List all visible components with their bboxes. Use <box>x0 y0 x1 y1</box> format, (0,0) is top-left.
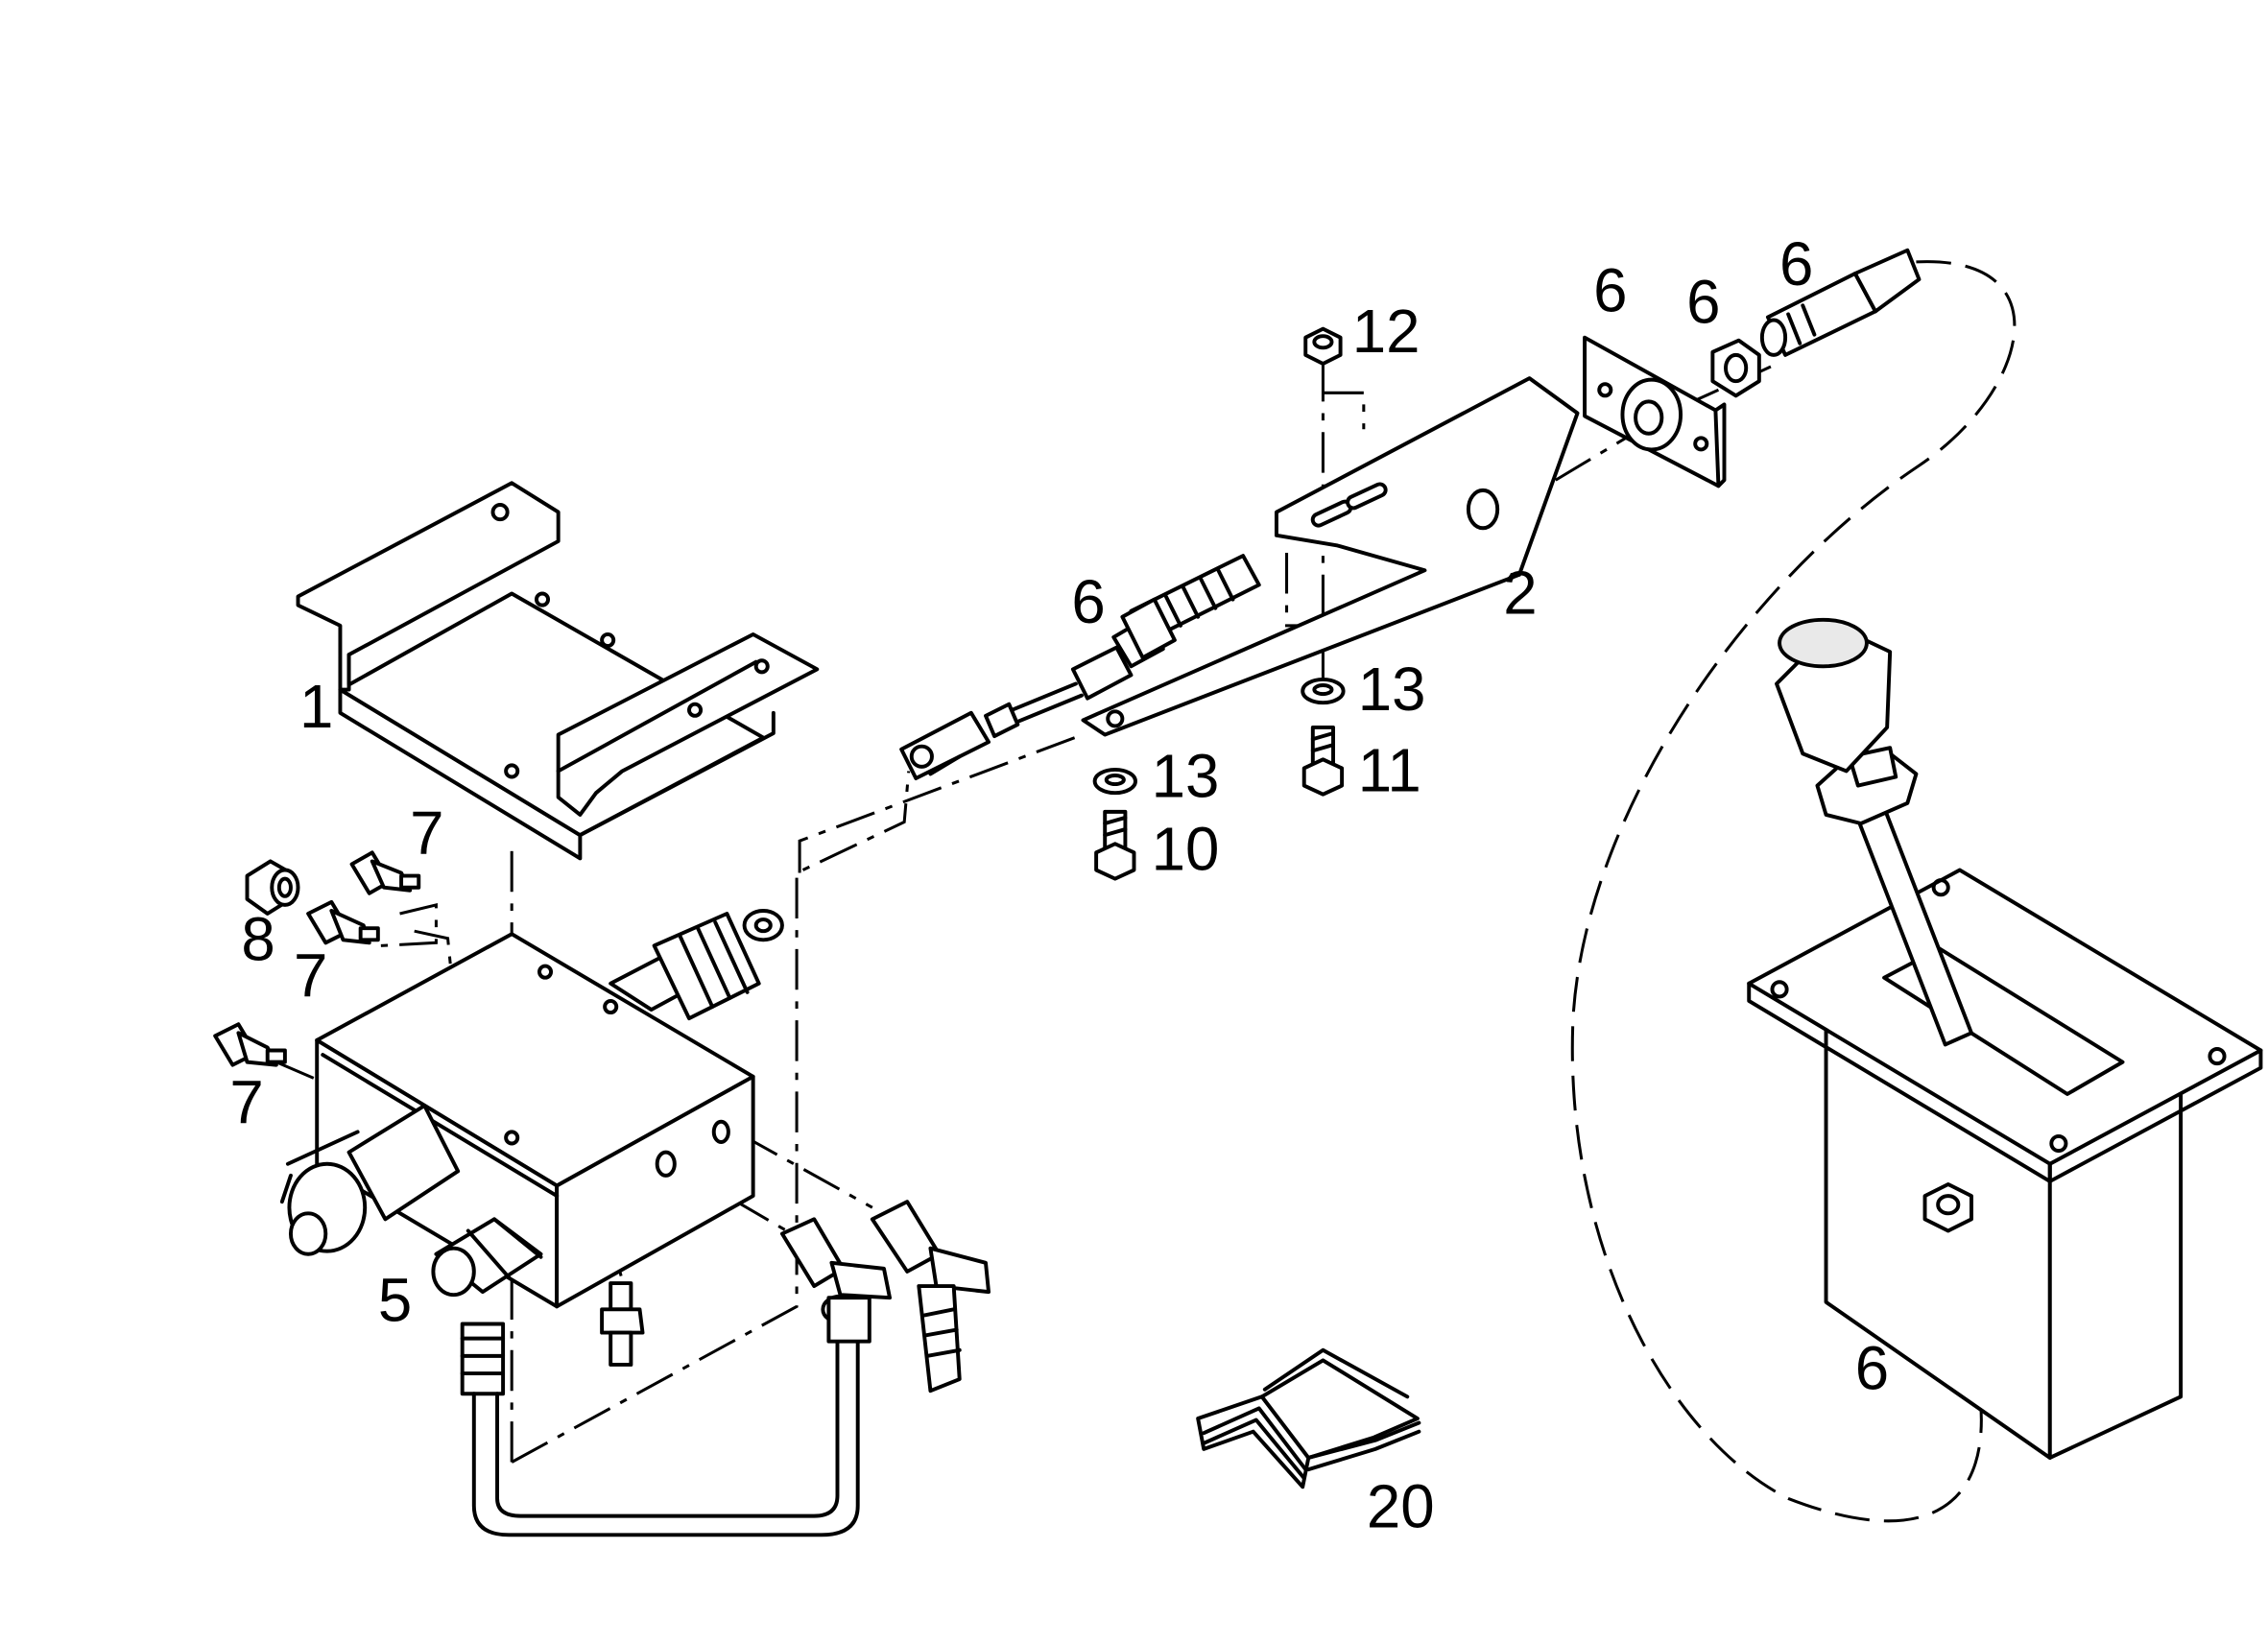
callout-7-mid: 7 <box>294 941 327 1010</box>
operator-manual <box>1196 1347 1421 1489</box>
callout-7-top: 7 <box>410 799 443 868</box>
control-cable-end <box>899 554 1261 780</box>
nut-12 <box>1303 326 1343 366</box>
fitting-7-bottom <box>213 1022 287 1067</box>
cable-nut <box>1710 338 1761 398</box>
callout-labels: 1 2 5 6 6 6 6 6 7 7 7 8 10 11 12 13 13 2… <box>229 230 1889 1541</box>
callout-12: 12 <box>1352 298 1420 366</box>
callout-6-nut: 6 <box>1686 269 1720 337</box>
fitting-bottom-center <box>600 1281 645 1367</box>
assembly-lines <box>275 260 2017 1523</box>
callout-11: 11 <box>1358 737 1421 805</box>
bolt-11 <box>1301 725 1345 797</box>
fitting-8 <box>245 859 300 916</box>
callout-6-lever: 6 <box>1855 1335 1889 1403</box>
callout-6-cable-end: 6 <box>1779 230 1813 298</box>
callout-8: 8 <box>241 905 275 973</box>
bolt-10 <box>1094 809 1136 881</box>
callout-20: 20 <box>1367 1473 1435 1541</box>
callout-2: 2 <box>1503 560 1537 628</box>
callout-7-bottom: 7 <box>229 1068 263 1136</box>
washer-13-right <box>1301 677 1346 705</box>
fitting-7-top <box>349 850 421 895</box>
callout-10: 10 <box>1152 816 1220 884</box>
callout-13-right: 13 <box>1358 655 1426 724</box>
control-valve <box>279 909 784 1309</box>
control-lever-assembly <box>1747 617 2263 1460</box>
hydraulic-hose <box>460 1296 871 1537</box>
cable-threaded-end <box>1759 248 1922 357</box>
cable-bracket <box>1081 376 1580 737</box>
mounting-bracket <box>296 481 820 861</box>
callout-13-left: 13 <box>1152 743 1220 811</box>
washer-13-left <box>1092 767 1137 796</box>
fittings <box>213 850 991 1394</box>
callout-6-plate: 6 <box>1593 256 1627 324</box>
elbow-fitting-right <box>870 1200 991 1394</box>
callout-5: 5 <box>378 1266 412 1334</box>
callout-1: 1 <box>299 673 333 741</box>
cable-mounting-plate <box>1583 335 1727 488</box>
fasteners <box>1092 326 1346 881</box>
fitting-7-mid <box>306 899 380 945</box>
callout-6-cable: 6 <box>1071 568 1105 636</box>
